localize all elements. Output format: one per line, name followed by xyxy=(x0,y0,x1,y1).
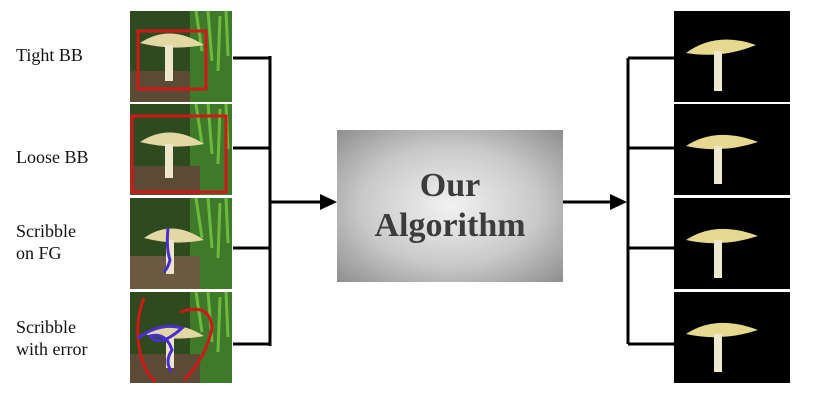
algorithm-box: Our Algorithm xyxy=(337,130,563,282)
algorithm-label: Our Algorithm xyxy=(374,167,526,244)
input-image-scribble-error xyxy=(130,292,232,383)
arrow-to-outputs xyxy=(610,194,627,210)
output-image-4 xyxy=(674,292,790,383)
input-image-scribble-fg xyxy=(130,198,232,289)
input-image-tight-bb xyxy=(130,11,232,102)
output-image-3 xyxy=(674,198,790,289)
input-image-loose-bb xyxy=(130,104,232,195)
output-image-2 xyxy=(674,104,790,195)
input-label-tight-bb: Tight BB xyxy=(16,45,83,65)
input-label-scribble-fg: Scribble on FG xyxy=(16,221,76,263)
arrow-to-algorithm xyxy=(320,194,337,210)
output-image-1 xyxy=(674,11,790,102)
input-label-loose-bb: Loose BB xyxy=(16,147,89,167)
input-label-scribble-error: Scribble with error xyxy=(16,317,88,359)
